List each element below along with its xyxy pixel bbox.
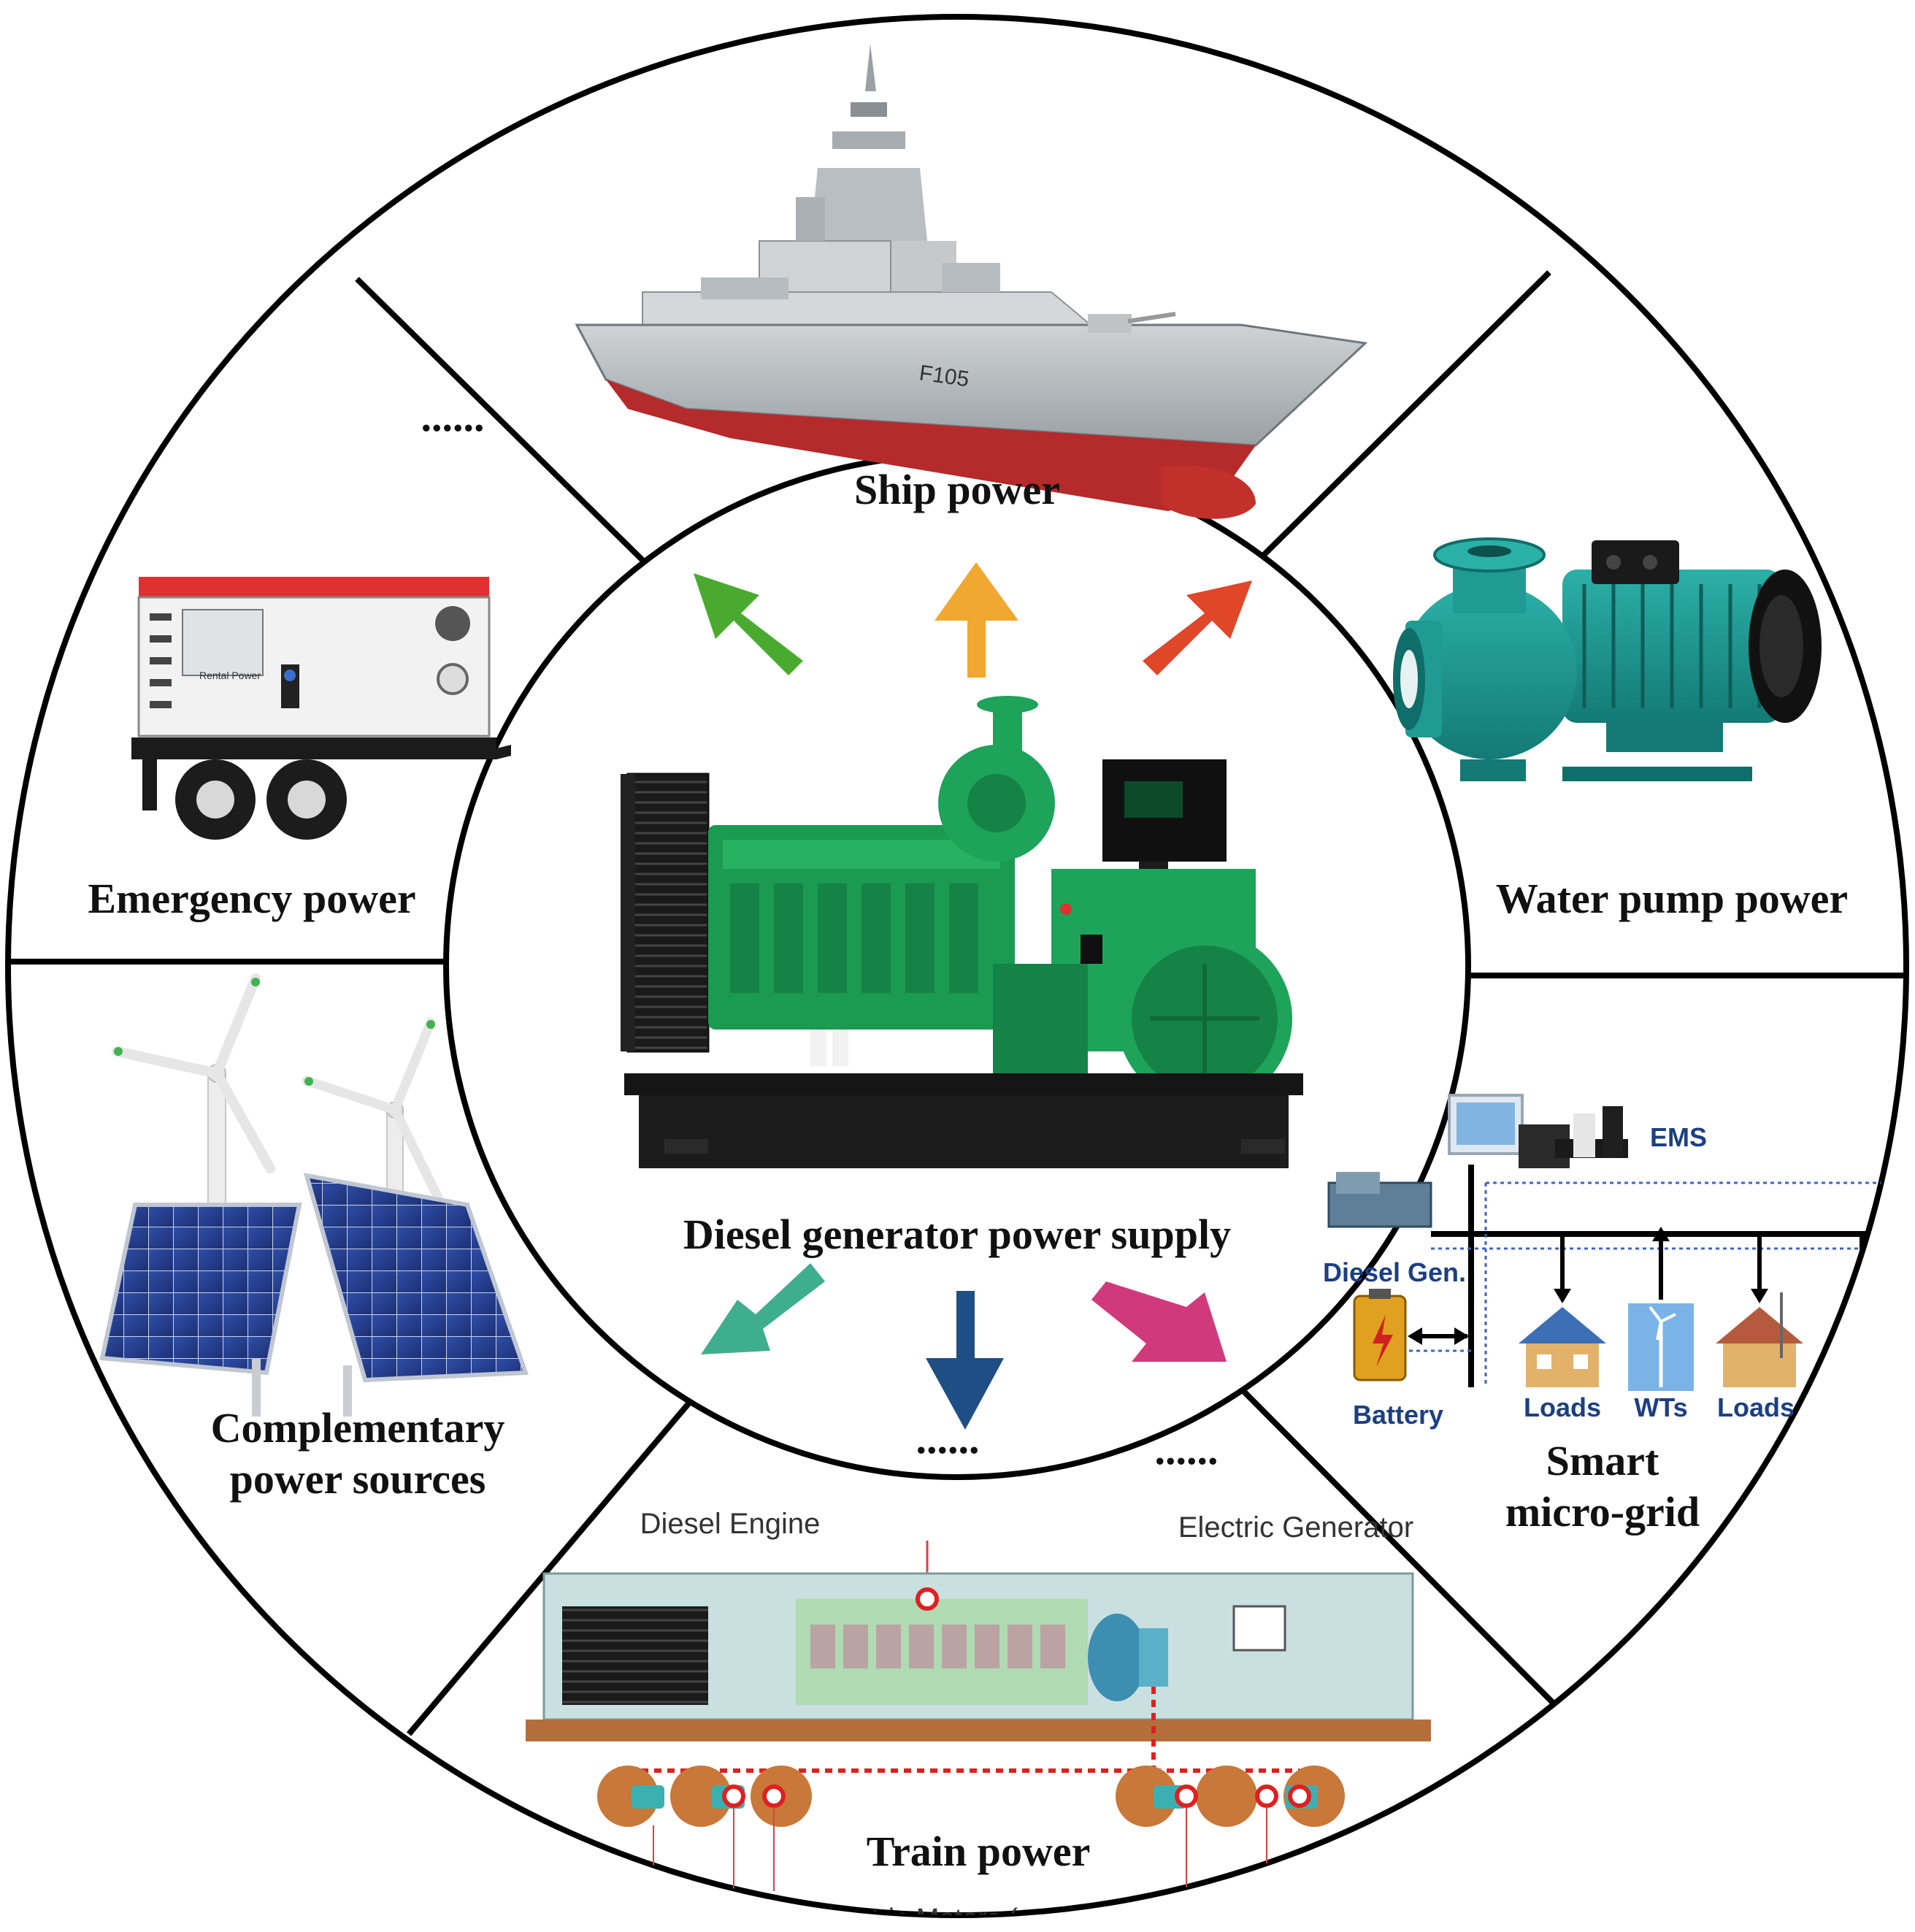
ems-label: EMS	[1650, 1122, 1707, 1152]
loads-label-3: Loads	[1819, 1392, 1897, 1422]
center-title: Diesel generator power supply	[683, 1211, 1231, 1258]
divider-upper-left	[355, 277, 645, 562]
outer-ring	[5, 14, 1909, 1918]
emergency-power-label: Emergency power	[88, 875, 415, 922]
ship-power-label: Ship power	[854, 466, 1060, 513]
center-ellipsis: ......	[916, 1415, 980, 1463]
water-pump-power-label: Water pump power	[1496, 875, 1848, 922]
smart-microgrid-label-line1: Smart	[1546, 1437, 1659, 1484]
complementary-label-line2: power sources	[230, 1455, 486, 1503]
train-generator-label: Electric Generator	[1178, 1511, 1413, 1544]
arrow-up-right	[1143, 580, 1252, 675]
arrow-up-ship	[935, 562, 1018, 678]
emergency-trailer-illustration: Rental Power	[131, 577, 511, 840]
battery-label: Battery	[1353, 1400, 1443, 1430]
loads-label-1: Loads	[1524, 1392, 1601, 1422]
divider-lower-right	[1239, 1387, 1557, 1707]
train-illustration: Diesel Engine Electric Generator	[526, 1508, 1431, 1915]
loads-label-2: Loads	[1717, 1392, 1795, 1422]
divider-lower-left	[406, 1400, 693, 1736]
arrow-down	[926, 1291, 1004, 1430]
wind-solar-illustration	[99, 973, 529, 1417]
more-applications-bottom: ......	[1155, 1426, 1219, 1473]
microgrid-illustration: EMS Diesel Gen. Battery Loads	[1323, 1094, 1906, 1430]
water-pump-illustration	[1393, 537, 1822, 781]
arrow-up-left	[694, 573, 803, 675]
train-diesel-engine-label: Diesel Engine	[640, 1508, 821, 1540]
diesel-gen-label: Diesel Gen.	[1323, 1257, 1466, 1287]
complementary-label-line1: Complementary	[211, 1404, 505, 1452]
train-power-label: Train power	[867, 1828, 1091, 1875]
wts-label: WTs	[1634, 1392, 1687, 1422]
power-flow-arrows	[694, 562, 1252, 1430]
arrow-down-left	[701, 1263, 825, 1354]
emergency-trailer-text: Rental Power	[199, 670, 261, 681]
central-generator-illustration	[621, 696, 1303, 1168]
smart-microgrid-label-line2: micro-grid	[1505, 1488, 1700, 1536]
more-applications-top: ......	[421, 393, 485, 440]
arrow-down-right	[1091, 1281, 1227, 1362]
divider-upper-right	[1259, 270, 1551, 560]
ship-illustration: F105	[575, 44, 1368, 519]
